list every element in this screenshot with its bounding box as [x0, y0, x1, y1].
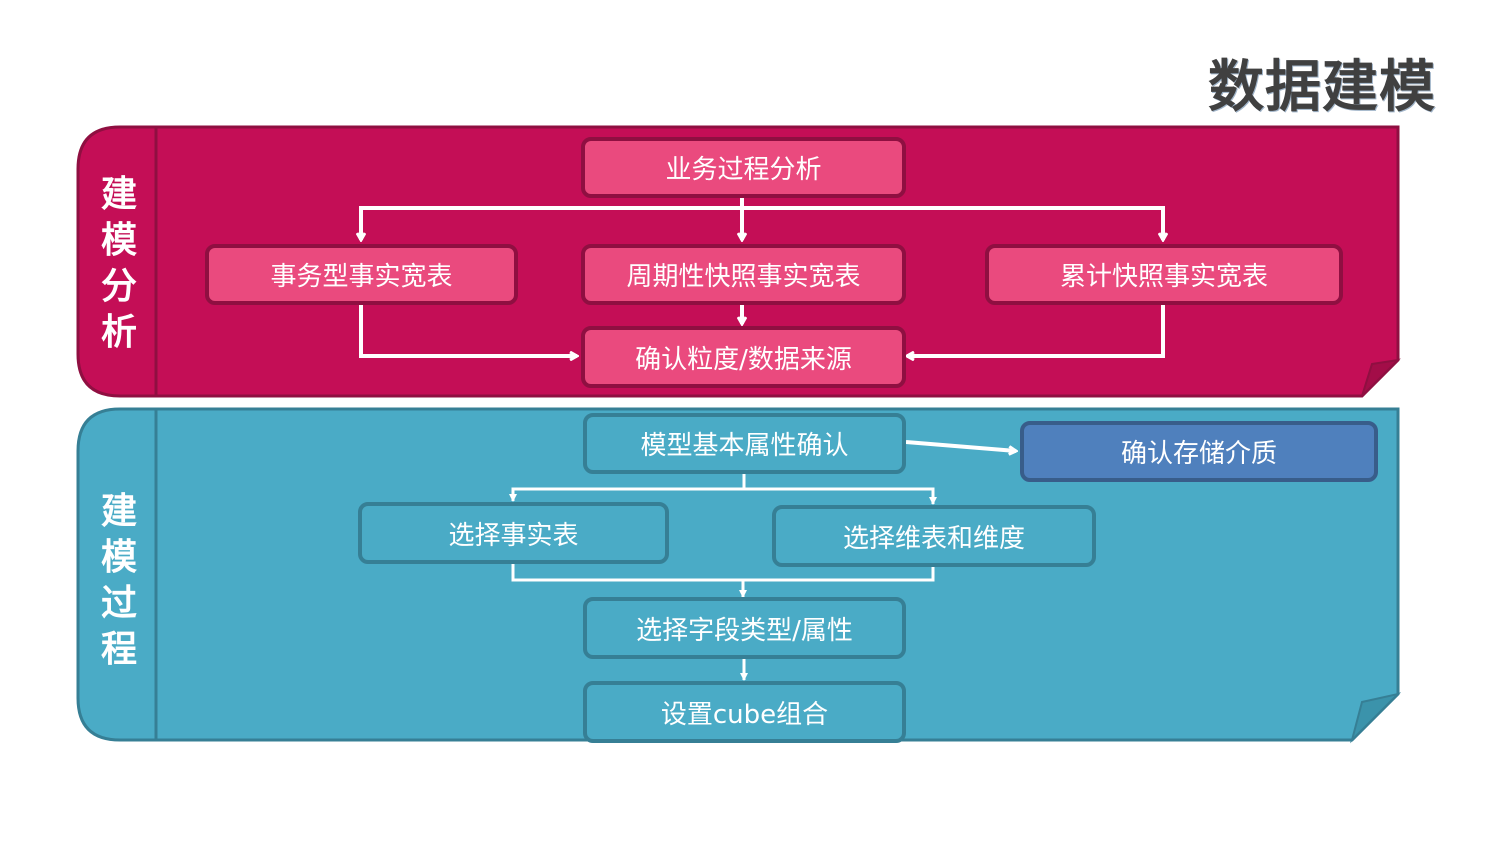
process-label-char: 模 [100, 537, 137, 578]
node-business-process[interactable]: 业务过程分析 [581, 137, 906, 198]
node-model-attributes[interactable]: 模型基本属性确认 [583, 413, 906, 474]
analysis-label-char: 析 [100, 312, 137, 353]
node-storage-medium[interactable]: 确认存储介质 [1020, 421, 1378, 482]
process-side-label: 建 模 过 程 [79, 489, 159, 673]
node-accumulating-snapshot[interactable]: 累计快照事实宽表 [985, 244, 1343, 305]
node-grain-source[interactable]: 确认粒度/数据来源 [581, 326, 906, 388]
process-label-char: 程 [100, 629, 137, 670]
page-title: 数据建模 [1208, 55, 1436, 120]
process-label-char: 过 [100, 583, 137, 624]
analysis-side-label: 建 模 分 析 [79, 172, 159, 356]
node-select-fact[interactable]: 选择事实表 [358, 502, 669, 564]
analysis-label-char: 模 [100, 220, 137, 261]
process-label-char: 建 [100, 491, 137, 532]
node-field-types[interactable]: 选择字段类型/属性 [583, 597, 906, 659]
node-cube[interactable]: 设置cube组合 [583, 681, 906, 743]
node-transaction-fact[interactable]: 事务型事实宽表 [205, 244, 518, 305]
node-select-dimension[interactable]: 选择维表和维度 [772, 505, 1096, 567]
analysis-label-char: 分 [100, 266, 137, 307]
node-periodic-snapshot[interactable]: 周期性快照事实宽表 [581, 244, 906, 305]
analysis-label-char: 建 [100, 174, 137, 215]
